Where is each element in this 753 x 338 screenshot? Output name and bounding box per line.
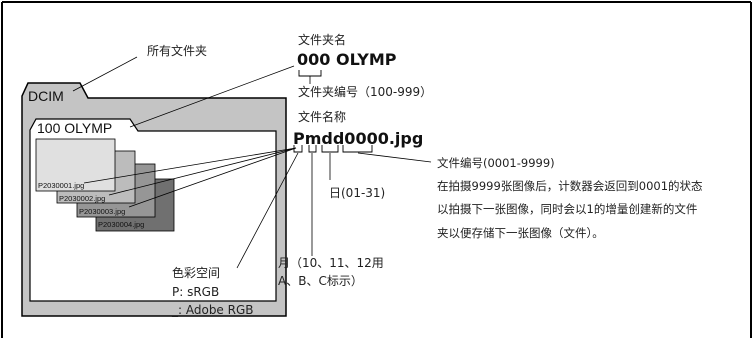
- all-folders-label: 所有文件夹: [147, 44, 208, 58]
- file-name-example: Pmdd0000.jpg: [293, 129, 424, 148]
- file-number-line-3: 夹以便存储下一张图像（文件）。: [437, 226, 604, 240]
- file-number-line-1: 在拍摄9999张图像后，计数器会返回到0001的状态: [437, 179, 703, 193]
- file-name-4: P2030004.jpg: [98, 220, 145, 229]
- folder-number-label: 文件夹编号（100-999）: [298, 85, 433, 99]
- file-number-title: 文件编号(0001-9999): [437, 156, 555, 170]
- dcim-label: DCIM: [28, 88, 64, 104]
- folder-name-example: 000 OLYMP: [297, 50, 397, 69]
- file-name-2: P2030002.jpg: [59, 194, 106, 203]
- color-space-srgb: P: sRGB: [172, 285, 220, 299]
- file-number-line-2: 以拍摄下一张图像，同时会以1的增量创建新的文件: [437, 202, 698, 216]
- file-name-label: 文件名称: [298, 110, 347, 124]
- month-line-1: 月（10、11、12用: [278, 256, 384, 270]
- folder-name-label: 文件夹名: [298, 33, 347, 47]
- day-label: 日(01-31): [329, 186, 386, 200]
- file-name-1: P2030001.jpg: [38, 181, 85, 190]
- month-line-2: A、B、C标示）: [278, 274, 363, 288]
- file-card-1: [35, 138, 116, 192]
- color-space-title: 色彩空间: [172, 266, 221, 280]
- color-space-adobe: _: Adobe RGB: [172, 303, 254, 317]
- subfolder-label: 100 OLYMP: [37, 120, 113, 136]
- file-name-3: P2030003.jpg: [79, 207, 126, 216]
